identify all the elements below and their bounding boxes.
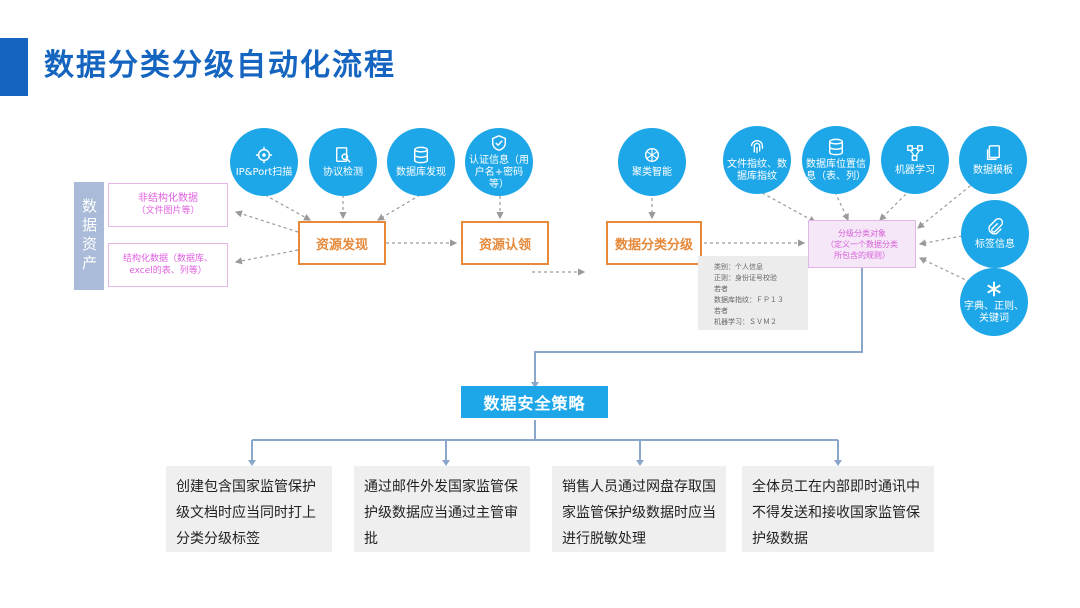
document-search-icon bbox=[335, 146, 351, 163]
classification-rule-note: 类别：个人信息 正则：身份证号校验 若者 数据库指纹：ＦＰ１３ 若者 机器学习：… bbox=[698, 256, 808, 330]
circle-template: 数据模板 bbox=[959, 126, 1027, 194]
circle-clustering-label: 聚类智能 bbox=[632, 166, 672, 178]
target-icon bbox=[255, 146, 273, 163]
classification-target-box: 分级分类对象 （定义一个数据分类 所包含的规则） bbox=[808, 220, 916, 268]
circle-ip-scan: IP&Port扫描 bbox=[230, 128, 298, 196]
structured-data-box: 结构化数据（数据库、excel的表、列等） bbox=[108, 243, 228, 287]
circle-clustering: 聚类智能 bbox=[618, 128, 686, 196]
policy-rule-4: 全体员工在内部即时通讯中不得发送和接收国家监管保护级数据 bbox=[742, 466, 934, 552]
note-line-4: 数据库指纹：ＦＰ１３ bbox=[714, 296, 784, 304]
policy-rule-3: 销售人员通过网盘存取国家监管保护级数据时应当进行脱敏处理 bbox=[552, 466, 726, 552]
circle-protocol-label: 协议检测 bbox=[323, 166, 363, 178]
target-line-3: 所包含的规则） bbox=[834, 250, 890, 260]
circle-protocol: 协议检测 bbox=[309, 128, 377, 196]
step-resource-claim: 资源认领 bbox=[461, 221, 549, 265]
circle-auth-info: 认证信息（用户名+密码等） bbox=[465, 128, 533, 196]
unstructured-data-sub: （文件图片等） bbox=[136, 206, 200, 216]
circle-dict: 字典、正则、关键词 bbox=[960, 268, 1028, 336]
note-line-6: 机器学习：ＳＶＭ２ bbox=[714, 318, 777, 326]
copy-icon bbox=[986, 144, 1001, 160]
shield-check-icon bbox=[491, 134, 507, 151]
circle-auth-info-label: 认证信息（用户名+密码等） bbox=[469, 154, 529, 190]
data-assets-label: 数据资产 bbox=[74, 182, 104, 290]
title-accent-bar bbox=[0, 38, 28, 96]
note-line-2: 正则：身份证号校验 bbox=[714, 274, 777, 282]
circle-fingerprint: 文件指纹、数据库指纹 bbox=[723, 126, 791, 194]
structured-data-label: 结构化数据（数据库、excel的表、列等） bbox=[122, 254, 213, 276]
circle-fingerprint-label: 文件指纹、数据库指纹 bbox=[727, 158, 787, 182]
graph-node-icon bbox=[907, 144, 923, 161]
target-line-2: （定义一个数据分类 bbox=[826, 239, 898, 249]
circle-tag-label: 标签信息 bbox=[975, 238, 1015, 250]
database-icon bbox=[828, 138, 844, 155]
circle-ml: 机器学习 bbox=[881, 126, 949, 194]
circle-db-discovery-label: 数据库发现 bbox=[396, 166, 446, 178]
step-data-classification: 数据分类分级 bbox=[606, 221, 702, 265]
circle-template-label: 数据模板 bbox=[973, 164, 1013, 176]
circle-db-discovery: 数据库发现 bbox=[387, 128, 455, 196]
page-title: 数据分类分级自动化流程 bbox=[44, 48, 396, 83]
database-icon bbox=[413, 146, 429, 163]
asterisk-icon bbox=[987, 281, 1001, 296]
circle-ip-scan-label: IP&Port扫描 bbox=[235, 166, 293, 178]
data-security-policy: 数据安全策略 bbox=[461, 386, 608, 418]
note-line-1: 类别：个人信息 bbox=[714, 263, 763, 271]
note-line-3: 若者 bbox=[714, 285, 728, 293]
unstructured-data-title: 非结构化数据 bbox=[137, 193, 198, 204]
paperclip-icon bbox=[988, 217, 1004, 235]
target-line-1: 分级分类对象 bbox=[838, 228, 886, 238]
policy-rule-1: 创建包含国家监管保护级文档时应当同时打上分类分级标签 bbox=[166, 466, 332, 552]
circle-dict-label: 字典、正则、关键词 bbox=[964, 300, 1024, 324]
circle-db-location-label: 数据库位置信息（表、列） bbox=[806, 158, 866, 182]
unstructured-data-box: 非结构化数据 （文件图片等） bbox=[108, 183, 228, 227]
network-icon bbox=[644, 147, 660, 162]
circle-tag: 标签信息 bbox=[961, 200, 1029, 268]
policy-rule-2: 通过邮件外发国家监管保护级数据应当通过主管审批 bbox=[354, 466, 530, 552]
circle-ml-label: 机器学习 bbox=[895, 164, 935, 176]
note-line-5: 若者 bbox=[714, 307, 728, 315]
circle-db-location: 数据库位置信息（表、列） bbox=[802, 126, 870, 194]
step-resource-discovery: 资源发现 bbox=[298, 221, 386, 265]
fingerprint-icon bbox=[750, 139, 764, 153]
